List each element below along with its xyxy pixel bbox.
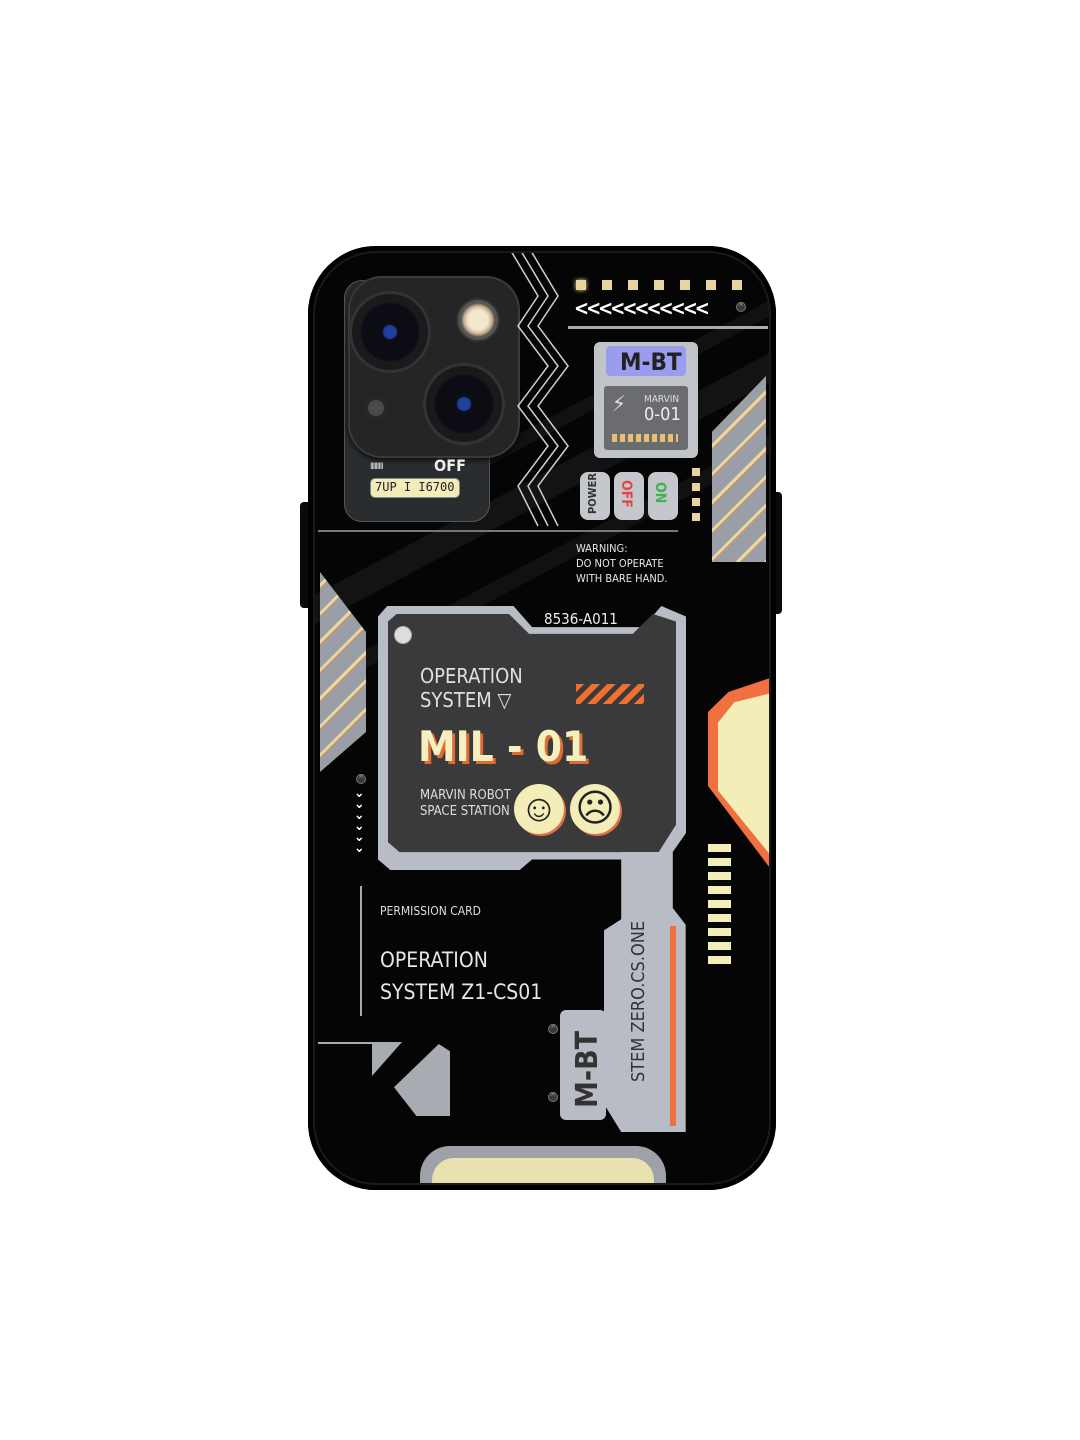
permission-line2: SYSTEM Z1-CS01 (380, 980, 543, 1004)
screw-icon (548, 1089, 558, 1102)
led (732, 280, 742, 290)
screw-icon (356, 771, 366, 784)
led (602, 280, 612, 290)
serial-number: 8536-A011 (544, 610, 618, 628)
system-vertical-label: STEM ZERO.CS.ONE (628, 920, 649, 1082)
mbt-header-bg (606, 346, 686, 376)
circuit-wire (318, 1042, 378, 1044)
op-title-line2-text: SYSTEM (420, 688, 492, 712)
panel-logo-icon (394, 626, 412, 644)
camera-lens-bottom (426, 366, 502, 442)
mbt-header: M-BT (620, 348, 682, 376)
mbt-brand: MARVIN (644, 394, 680, 405)
off-switch-label: OFF (618, 480, 634, 508)
camera-flash (458, 300, 498, 340)
power-switch: POWER (580, 472, 610, 520)
mbt-tag (560, 1010, 606, 1120)
bottom-slot (432, 1158, 654, 1190)
permission-line1: OPERATION (380, 948, 488, 972)
chevron-down-column: ⌄⌄⌄⌄⌄⌄ (354, 785, 365, 856)
led (654, 280, 664, 290)
happy-face-icon: ☺ (514, 784, 564, 834)
signal-bars: IIIIIIIII (370, 462, 384, 472)
screw-icon (548, 1021, 558, 1034)
subtitle-line2: SPACE STATION (420, 804, 510, 819)
camera-display-readout: 7UP I I6700 (375, 480, 455, 494)
camera-status-label: OFF (434, 456, 466, 475)
permission-line (360, 886, 362, 1016)
led (628, 280, 638, 290)
led (680, 280, 690, 290)
camera-mic (368, 400, 384, 416)
triangle-icon: ▽ (497, 688, 512, 712)
left-stripe-panel (320, 572, 366, 772)
screw-icon (736, 299, 746, 312)
warning-line2: DO NOT OPERATE (576, 557, 664, 570)
phone-case: IIIIIIIII OFF 7UP I I6700 <<<<<<<<<<< M-… (308, 246, 776, 1190)
model-code: MIL - 01 (418, 722, 589, 771)
divider-line (318, 530, 678, 532)
top-strip: <<<<<<<<<<< (554, 262, 764, 326)
led-column (692, 468, 700, 528)
led (706, 280, 716, 290)
lightning-shield-icon: ⚡ (612, 392, 626, 417)
camera-lens-top (352, 294, 428, 370)
mbt-vertical-label: M-BT (570, 1030, 605, 1108)
top-strip-rail (568, 326, 768, 329)
mbt-model: 0-01 (644, 404, 681, 425)
power-switch-label: POWER (586, 473, 599, 514)
led-ladder (708, 844, 731, 968)
system-panel-stripe (670, 926, 676, 1126)
circuit-lines (507, 246, 569, 527)
off-switch: OFF (614, 472, 644, 520)
led (576, 280, 586, 290)
sad-face-icon: ☹ (570, 784, 620, 834)
on-switch-label: ON (652, 482, 668, 504)
op-title-line1: OPERATION (420, 664, 523, 688)
camera-display (370, 478, 460, 498)
mbt-card: M-BT ⚡ MARVIN 0-01 (594, 342, 698, 458)
on-switch: ON (648, 472, 678, 520)
op-title-line2: SYSTEM ▽ (420, 688, 511, 712)
permission-label: PERMISSION CARD (380, 904, 481, 918)
gray-triangle-shape (372, 1042, 402, 1076)
chevron-left-strip: <<<<<<<<<<< (574, 296, 710, 320)
gray-pentagon-shape (394, 1044, 450, 1116)
mbt-contacts (612, 434, 678, 442)
hazard-stripes (576, 684, 644, 704)
subtitle-line1: MARVIN ROBOT (420, 788, 511, 803)
warning-line1: WARNING: (576, 542, 628, 555)
warning-line3: WITH BARE HAND. (576, 572, 668, 585)
